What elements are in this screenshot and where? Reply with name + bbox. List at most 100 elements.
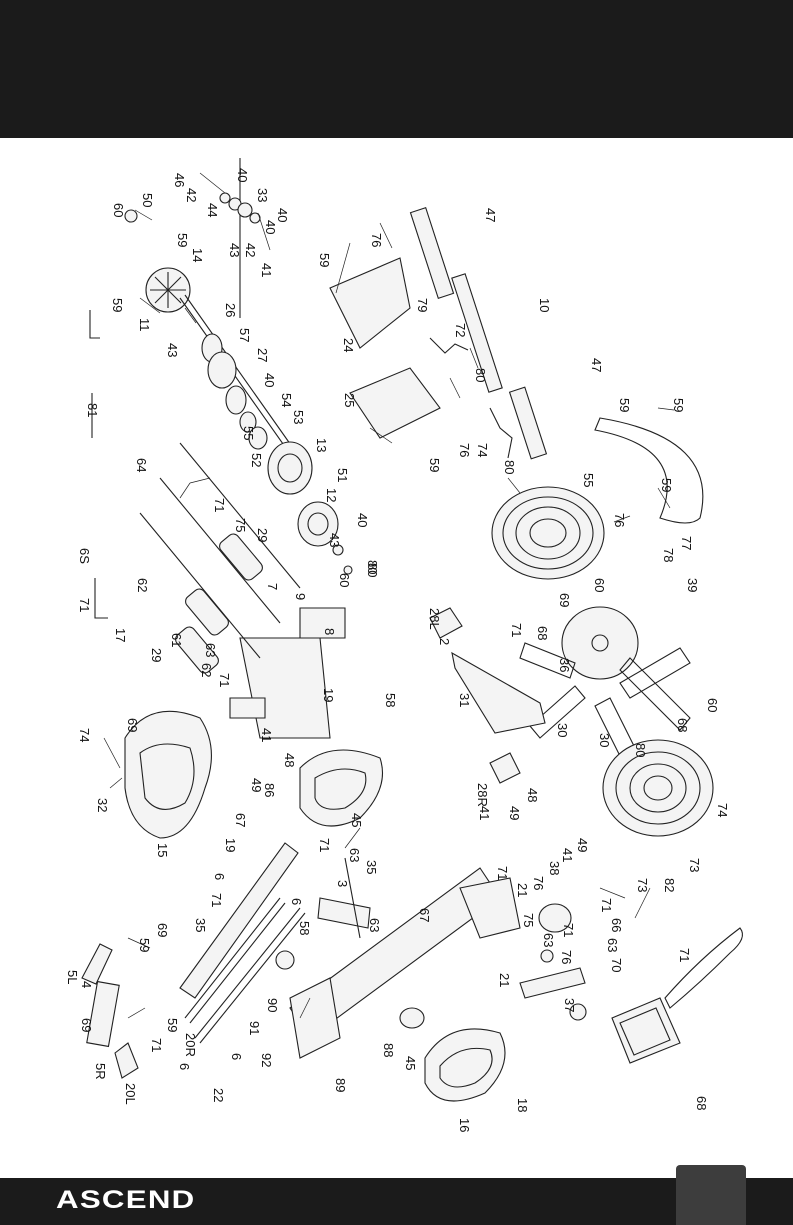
- part-label: 64: [134, 458, 149, 472]
- part-label: 71: [217, 673, 232, 687]
- part-label: 53: [291, 410, 306, 424]
- part-label: 49: [575, 838, 590, 852]
- part-label: 55: [581, 473, 596, 487]
- part-label: 40: [262, 373, 277, 387]
- part-label: 71: [149, 1038, 164, 1052]
- part-label: 69: [125, 718, 140, 732]
- part-label: 10: [537, 298, 552, 312]
- part-label: 29: [255, 528, 270, 542]
- part-label: 21: [497, 973, 512, 987]
- part-label: 71: [677, 948, 692, 962]
- part-label: 41: [477, 806, 492, 820]
- part-label: 35: [193, 918, 208, 932]
- part-label: 59: [659, 478, 674, 492]
- part-label: 28R: [475, 783, 490, 807]
- part-label: 46: [172, 173, 187, 187]
- part-label: 22: [211, 1088, 226, 1102]
- part-label: 24: [341, 338, 356, 352]
- part-label: 49: [249, 778, 264, 792]
- part-label: 59: [110, 298, 125, 312]
- part-label: 21: [515, 883, 530, 897]
- part-label: 73: [635, 878, 650, 892]
- part-label: 67: [233, 813, 248, 827]
- part-label: 35: [364, 860, 379, 874]
- part-label: 61: [169, 633, 184, 647]
- part-label: 71: [561, 923, 576, 937]
- part-label: 3: [335, 880, 350, 887]
- part-label: 81: [85, 403, 100, 417]
- part-label: 47: [483, 208, 498, 222]
- part-label: 54: [279, 393, 294, 407]
- part-label: 82: [662, 878, 677, 892]
- part-label: 55: [241, 426, 256, 440]
- part-label: 20R: [183, 1033, 198, 1057]
- part-label: 5L: [65, 970, 80, 984]
- part-label: 42: [184, 188, 199, 202]
- part-label: 63: [541, 933, 556, 947]
- part-label: 68: [694, 1096, 709, 1110]
- part-label: 6: [289, 898, 304, 905]
- part-label: 86: [262, 783, 277, 797]
- part-label: 63: [203, 643, 218, 657]
- part-label: 63: [347, 848, 362, 862]
- part-label: 59: [617, 398, 632, 412]
- part-label: 5R: [93, 1063, 108, 1080]
- part-label: 59: [137, 938, 152, 952]
- part-label: 11: [137, 318, 152, 332]
- part-label: 60: [592, 578, 607, 592]
- part-label: 71: [77, 598, 92, 612]
- part-label: 45: [349, 813, 364, 827]
- part-label: 31: [457, 693, 472, 707]
- part-label: 59: [165, 1018, 180, 1032]
- part-label: 44: [205, 203, 220, 217]
- part-label: 4: [79, 981, 94, 988]
- part-label: 92: [259, 1053, 274, 1067]
- part-label: 32: [95, 798, 110, 812]
- part-label: 8: [322, 628, 337, 635]
- part-label: 71: [599, 898, 614, 912]
- part-label: 62: [135, 578, 150, 592]
- part-label: 76: [457, 443, 472, 457]
- part-label: 39: [685, 578, 700, 592]
- part-label: 67: [417, 908, 432, 922]
- part-label: 63: [605, 938, 620, 952]
- part-label: 80: [365, 563, 380, 577]
- part-label: 28L: [427, 608, 442, 630]
- part-label: 19: [223, 838, 238, 852]
- part-label: 45: [403, 1056, 418, 1070]
- part-label: 15: [155, 843, 170, 857]
- part-label: 50: [140, 193, 155, 207]
- part-label: 76: [559, 950, 574, 964]
- part-labels: 46 42 40 44 33 40 40 42 43 41 50 60 59 1…: [65, 168, 730, 1132]
- part-label: 25: [342, 393, 357, 407]
- part-label: 2: [437, 638, 452, 645]
- part-label: 52: [249, 453, 264, 467]
- part-label: 20L: [123, 1083, 138, 1105]
- part-label: 80: [473, 368, 488, 382]
- part-label: 38: [547, 861, 562, 875]
- part-label: 9: [293, 593, 308, 600]
- part-label: 69: [557, 593, 572, 607]
- part-label: 51: [335, 468, 350, 482]
- part-label: 12: [324, 488, 339, 502]
- part-label: 71: [209, 893, 224, 907]
- part-label: 60: [111, 203, 126, 217]
- part-label: 19: [321, 688, 336, 702]
- part-label: 89: [333, 1078, 348, 1092]
- part-label: 59: [317, 253, 332, 267]
- part-label: 37: [562, 998, 577, 1012]
- part-label: 7: [265, 583, 280, 590]
- part-label: 41: [560, 848, 575, 862]
- part-label: 48: [525, 788, 540, 802]
- part-label: 40: [355, 513, 370, 527]
- part-label: 13: [314, 438, 329, 452]
- part-label: 58: [383, 693, 398, 707]
- part-label: 71: [317, 838, 332, 852]
- part-label: 70: [609, 958, 624, 972]
- part-label: 17: [113, 628, 128, 642]
- part-label: 80: [365, 560, 380, 574]
- part-label: 60: [337, 573, 352, 587]
- exploded-parts-diagram: 46 42 40 44 33 40 40 42 43 41 50 60 59 1…: [65, 158, 743, 1132]
- part-label: 74: [475, 443, 490, 457]
- part-label: 49: [507, 806, 522, 820]
